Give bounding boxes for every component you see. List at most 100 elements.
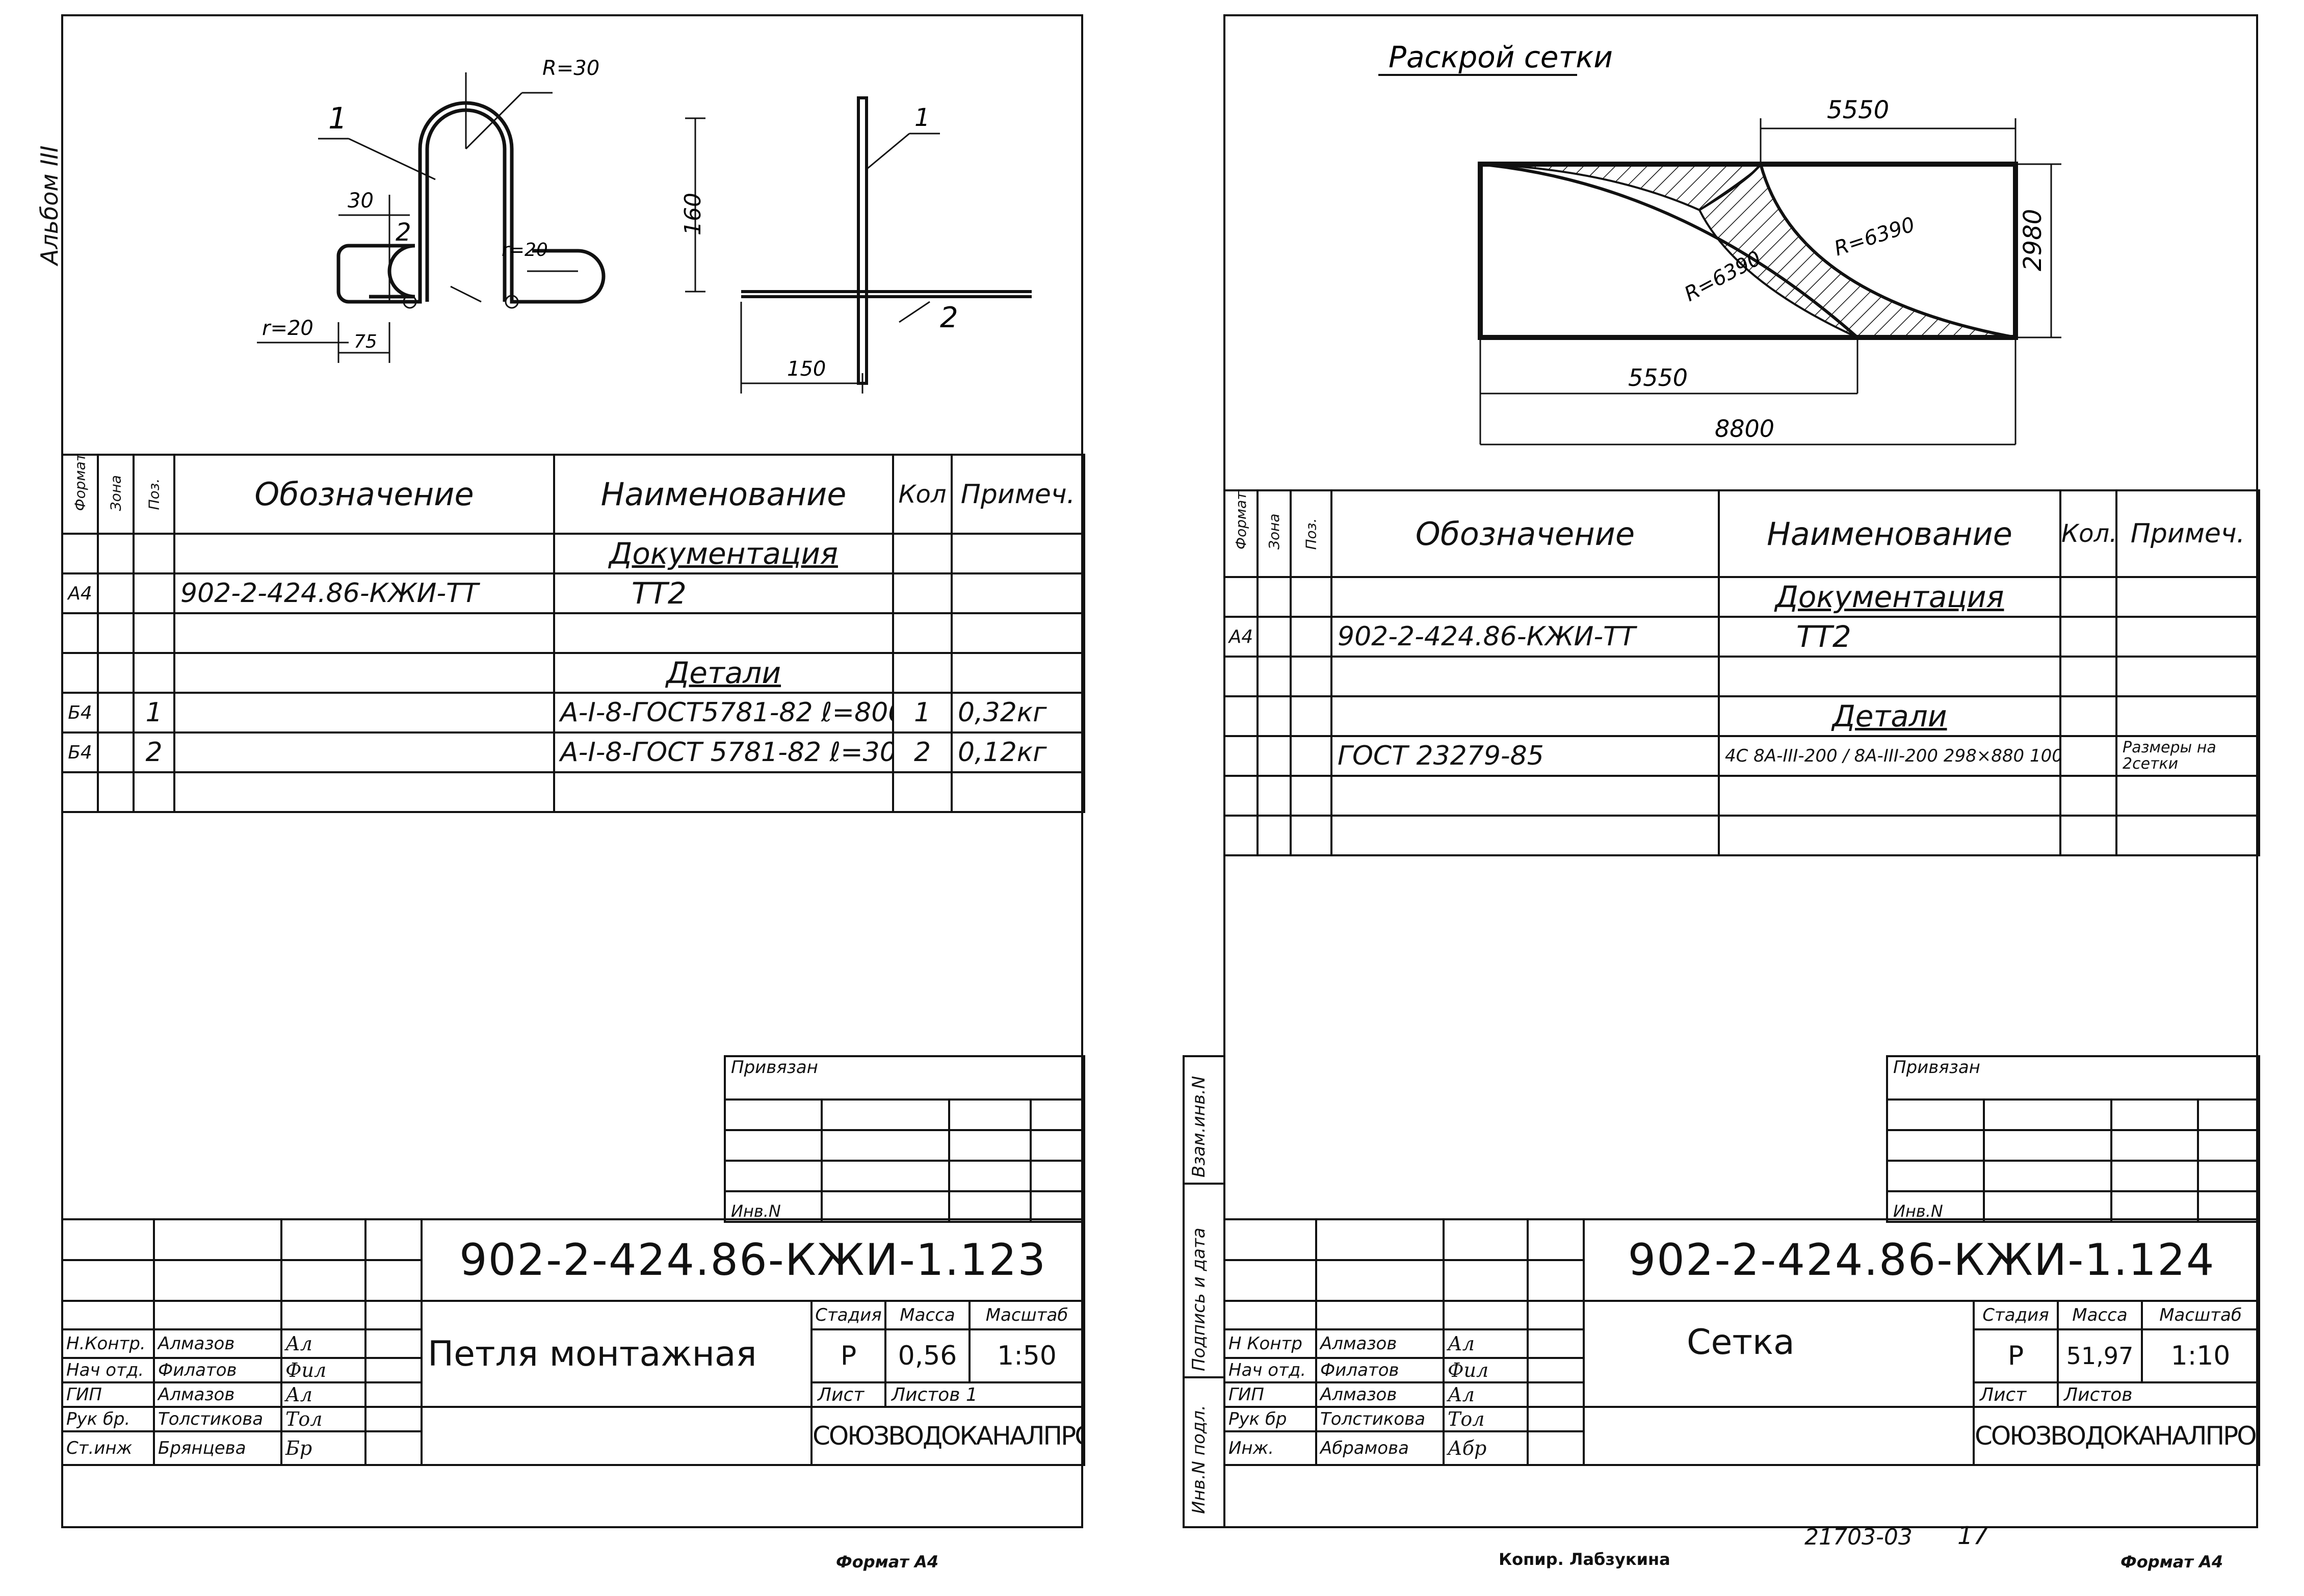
spec-cell-qty: [892, 612, 953, 654]
spec-cell-qty: [892, 652, 953, 694]
spec-header-designation: Обозначение: [173, 454, 555, 535]
sheet-label: Лист: [1973, 1381, 2059, 1408]
spec-cell-format: [1223, 735, 1259, 777]
spec-cell-designation: 902-2-424.86-КЖИ-ТТ: [173, 572, 555, 614]
privyazan-label: Привязан: [723, 1055, 1086, 1101]
spec-cell-pos: [1290, 775, 1332, 817]
spec-cell-note: 0,12кг: [951, 731, 1085, 773]
cutting-dim-bottom-total: 8800: [1715, 415, 1774, 442]
spec-cell-zone: [1256, 815, 1292, 856]
spec-cell-format: А4: [1223, 616, 1259, 658]
right-sheet: Инв.N подл. Подпись и дата Взам.инв.N Ра…: [1162, 0, 2284, 1596]
sheet-label: Лист: [810, 1381, 886, 1408]
person-role: Ст.инж: [61, 1430, 155, 1466]
spec-cell-name: Документация: [553, 533, 894, 574]
sheets-label: Листов: [2056, 1381, 2261, 1408]
organization: СОЮЗВОДОКАНАЛПРОЕКТ: [1972, 1406, 2261, 1466]
spec-cell-name: [1718, 815, 2061, 856]
spec-row: Детали: [61, 652, 1085, 694]
spec-cell-note: [2115, 576, 2260, 618]
spec-cell-designation: [173, 612, 555, 654]
person-name: Абрамова: [1315, 1430, 1445, 1466]
stage-value: Р: [1973, 1328, 2059, 1383]
spec-cell-format: [61, 612, 99, 654]
spec-cell-name: Документация: [1718, 576, 2061, 618]
format-footer: Формат А4: [836, 1552, 939, 1572]
scale-label: Масштаб: [2140, 1300, 2261, 1330]
sheets-label: Листов 1: [884, 1381, 1086, 1408]
person-role: Н Контр: [1223, 1328, 1317, 1359]
person-signature: Фил: [1443, 1357, 1529, 1383]
person-role: ГИП: [1223, 1381, 1317, 1408]
person-signature: Тол: [280, 1406, 366, 1432]
page-number: 17: [1957, 1522, 1989, 1550]
person-signature: Бр: [280, 1430, 366, 1466]
spec-cell-pos: [1290, 576, 1332, 618]
person-signature: Тол: [1443, 1406, 1529, 1432]
person-name: Толстикова: [1315, 1406, 1445, 1432]
person-name: Филатов: [153, 1357, 282, 1383]
spec-cell-qty: [2059, 735, 2117, 777]
loop-label-30: 30: [348, 189, 374, 213]
spec-row: [61, 612, 1085, 654]
spec-cell-pos: [133, 771, 175, 813]
spec-cell-pos: [1290, 815, 1332, 856]
spec-header-designation: Обозначение: [1330, 489, 1720, 578]
person-name: Филатов: [1315, 1357, 1445, 1383]
spec-cell-qty: [2059, 576, 2117, 618]
spec-cell-format: [61, 652, 99, 694]
spec-cell-designation: [1330, 576, 1720, 618]
spec-cell-designation: [173, 533, 555, 574]
person-name: Алмазов: [1315, 1381, 1445, 1408]
spec-cell-designation: [1330, 695, 1720, 737]
cutting-dim-radius-right: R=6390: [1831, 213, 1918, 260]
person-signature: Фил: [280, 1357, 366, 1383]
person-signature: Ал: [280, 1381, 366, 1408]
loop-label-r20b: r=20: [262, 317, 313, 340]
loop-label-r20a: r=20: [502, 240, 548, 260]
spec-cell-note: [951, 771, 1085, 813]
person-role: Нач отд.: [1223, 1357, 1317, 1383]
spec-cell-note: [951, 572, 1085, 614]
spec-cell-zone: [1256, 656, 1292, 697]
person-name: Толстикова: [153, 1406, 282, 1432]
spec-header-note: Примеч.: [951, 454, 1085, 535]
person-name: Алмазов: [153, 1381, 282, 1408]
spec-cell-qty: 2: [892, 731, 953, 773]
spec-cell-designation: [173, 692, 555, 734]
person-name: Алмазов: [1315, 1328, 1445, 1359]
spec-cell-qty: 1: [892, 692, 953, 734]
mesh-cutting-drawing: Раскрой сетки 5550 2980 R=6390 R=6390 55…: [1378, 40, 2061, 446]
spec-header-pos: Поз.: [1302, 518, 1320, 550]
spec-cell-name: 4С 8А-III-200 / 8А-III-200 298×880 100 /…: [1718, 735, 2061, 777]
person-signature: Ал: [1443, 1381, 1529, 1408]
spec-cell-zone: [1256, 775, 1292, 817]
spec-cell-name: ТТ2: [1718, 616, 2061, 658]
side-label-sign-date: Подпись и дата: [1189, 1227, 1209, 1371]
spec-cell-pos: 1: [133, 692, 175, 734]
spec-cell-pos: [1290, 735, 1332, 777]
spec-cell-qty: [2059, 815, 2117, 856]
spec-cell-designation: [1330, 775, 1720, 817]
spec-cell-qty: [892, 771, 953, 813]
spec-cell-name: [1718, 775, 2061, 817]
spec-cell-zone: [97, 771, 135, 813]
spec-cell-name: ТТ2: [553, 572, 894, 614]
cutting-title: Раскрой сетки: [1389, 40, 1613, 74]
spec-row: [61, 771, 1085, 813]
cutting-dim-radius-left: R=6390: [1681, 247, 1765, 306]
loop-label-pos2: 2: [396, 218, 411, 247]
spec-cell-pos: [133, 572, 175, 614]
spec-cell-designation: [173, 731, 555, 773]
loop-label-pos1: 1: [328, 101, 347, 136]
spec-cell-format: [1223, 815, 1259, 856]
spec-header-zone: Зона: [1266, 513, 1282, 550]
cutting-dim-bottom-short: 5550: [1628, 364, 1688, 391]
spec-cell-format: [1223, 695, 1259, 737]
spec-cell-designation: [1330, 656, 1720, 697]
spec-cell-zone: [97, 572, 135, 614]
spec-cell-designation: [173, 771, 555, 813]
scale-value: 1:10: [2140, 1328, 2261, 1383]
stage-label: Стадия: [810, 1300, 886, 1330]
spec-header-qty: Кол: [892, 454, 953, 535]
